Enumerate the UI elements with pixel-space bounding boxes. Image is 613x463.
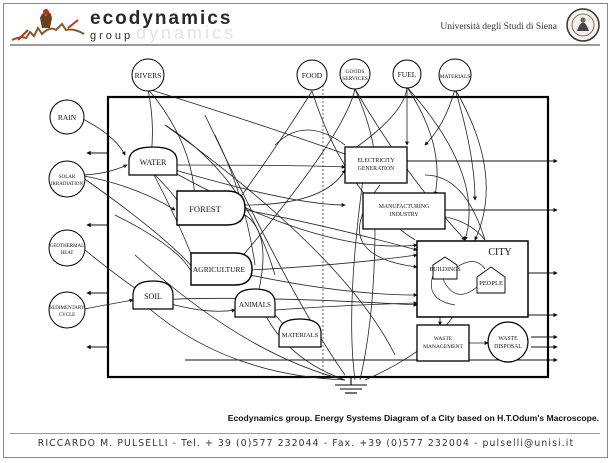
source-sedimentary-cycle: SEDIMENTARY CYCLE <box>48 291 86 329</box>
outflow-arrows <box>185 158 558 363</box>
svg-text:SOLAR: SOLAR <box>59 175 76 180</box>
source-rivers: RIVERS <box>131 58 165 92</box>
producer-forest: FOREST <box>176 190 246 226</box>
svg-text:RIVERS: RIVERS <box>135 71 162 80</box>
footer-contact: RICCARDO M. PULSELLI - Tel. + 39 (0)577 … <box>37 438 575 449</box>
svg-text:FUEL: FUEL <box>398 70 417 79</box>
storage-animals: ANIMALS <box>234 288 276 318</box>
city-subsystem: CITY BUILDINGS PEOPLE <box>416 240 529 318</box>
energy-systems-diagram: RIVERS FOOD GOODS SERVICES FUEL MATERIAL… <box>48 58 558 394</box>
svg-text:PEOPLE: PEOPLE <box>479 280 503 287</box>
svg-text:GOODS: GOODS <box>346 69 365 75</box>
storage-water: WATER <box>128 146 178 176</box>
svg-text:RAIN: RAIN <box>58 113 77 122</box>
svg-text:ANIMALS: ANIMALS <box>239 301 271 309</box>
source-fuel: FUEL <box>392 59 422 89</box>
brand-ghost-text: dynamics <box>136 23 237 43</box>
svg-text:SEDIMENTARY: SEDIMENTARY <box>49 306 85 311</box>
storage-soil: SOIL <box>132 280 174 310</box>
brand-subtitle: group <box>90 30 134 42</box>
process-waste-management: WASTE MANAGEMENT <box>416 324 470 362</box>
svg-text:WASTE: WASTE <box>434 336 453 342</box>
svg-text:ELECTRICITY: ELECTRICITY <box>357 158 395 164</box>
svg-text:INDUSTRY: INDUSTRY <box>390 212 420 218</box>
svg-text:FOREST: FOREST <box>189 204 221 214</box>
svg-text:WASTE: WASTE <box>498 336 518 342</box>
process-electricity-generation: ELECTRICITY GENERATION <box>344 146 408 184</box>
svg-text:SOIL: SOIL <box>144 292 162 301</box>
university-name: Università degli Studi di Siena <box>440 22 557 32</box>
svg-text:WATER: WATER <box>140 158 167 167</box>
svg-text:MANAGEMENT: MANAGEMENT <box>423 344 463 350</box>
svg-text:MATERIALS: MATERIALS <box>440 74 471 80</box>
header-rule <box>10 44 600 46</box>
source-solar-irradiation: SOLAR IRRADIATION <box>48 160 86 198</box>
svg-text:BUILDINGS: BUILDINGS <box>429 267 460 273</box>
footer-rule <box>10 433 600 434</box>
system-boundary <box>106 95 550 379</box>
source-geothermal-heat: GEOTHERMAL HEAT <box>48 229 86 267</box>
source-rain: RAIN <box>49 99 85 135</box>
process-manufacturing-industry: MANUFACTURING INDUSTRY <box>362 192 446 230</box>
brand-title: ecodynamics <box>90 8 233 29</box>
waste-disposal: WASTE DISPOSAL <box>487 321 529 363</box>
university-seal-icon <box>566 8 600 42</box>
svg-text:FOOD: FOOD <box>302 71 323 80</box>
svg-text:DISPOSAL: DISPOSAL <box>494 344 522 350</box>
svg-text:HEAT: HEAT <box>61 251 74 256</box>
svg-text:MANUFACTURING: MANUFACTURING <box>379 204 429 210</box>
source-food: FOOD <box>296 59 328 91</box>
bird-figure-logo-icon <box>11 9 85 41</box>
source-goods-services: GOODS SERVICES <box>339 58 371 90</box>
heat-sink-icon <box>335 377 367 394</box>
svg-text:MATERIALS: MATERIALS <box>282 332 319 339</box>
svg-text:GENERATION: GENERATION <box>358 166 396 172</box>
svg-text:SERVICES: SERVICES <box>342 76 368 82</box>
header: dynamics ecodynamics group Università de… <box>10 6 605 46</box>
source-materials: MATERIALS <box>438 58 472 92</box>
svg-text:CYCLE: CYCLE <box>59 313 75 318</box>
svg-text:CITY: CITY <box>488 247 511 258</box>
diagram-caption: Ecodynamics group. Energy Systems Diagra… <box>227 413 599 423</box>
svg-text:IRRADIATION: IRRADIATION <box>51 182 84 187</box>
svg-text:GEOTHERMAL: GEOTHERMAL <box>50 244 84 249</box>
svg-text:AGRICULTURE: AGRICULTURE <box>193 265 246 274</box>
storage-materials: MATERIALS <box>278 318 322 348</box>
producer-agriculture: AGRICULTURE <box>190 252 253 286</box>
left-outflow-arrows <box>86 150 108 350</box>
slide-frame <box>3 3 608 458</box>
